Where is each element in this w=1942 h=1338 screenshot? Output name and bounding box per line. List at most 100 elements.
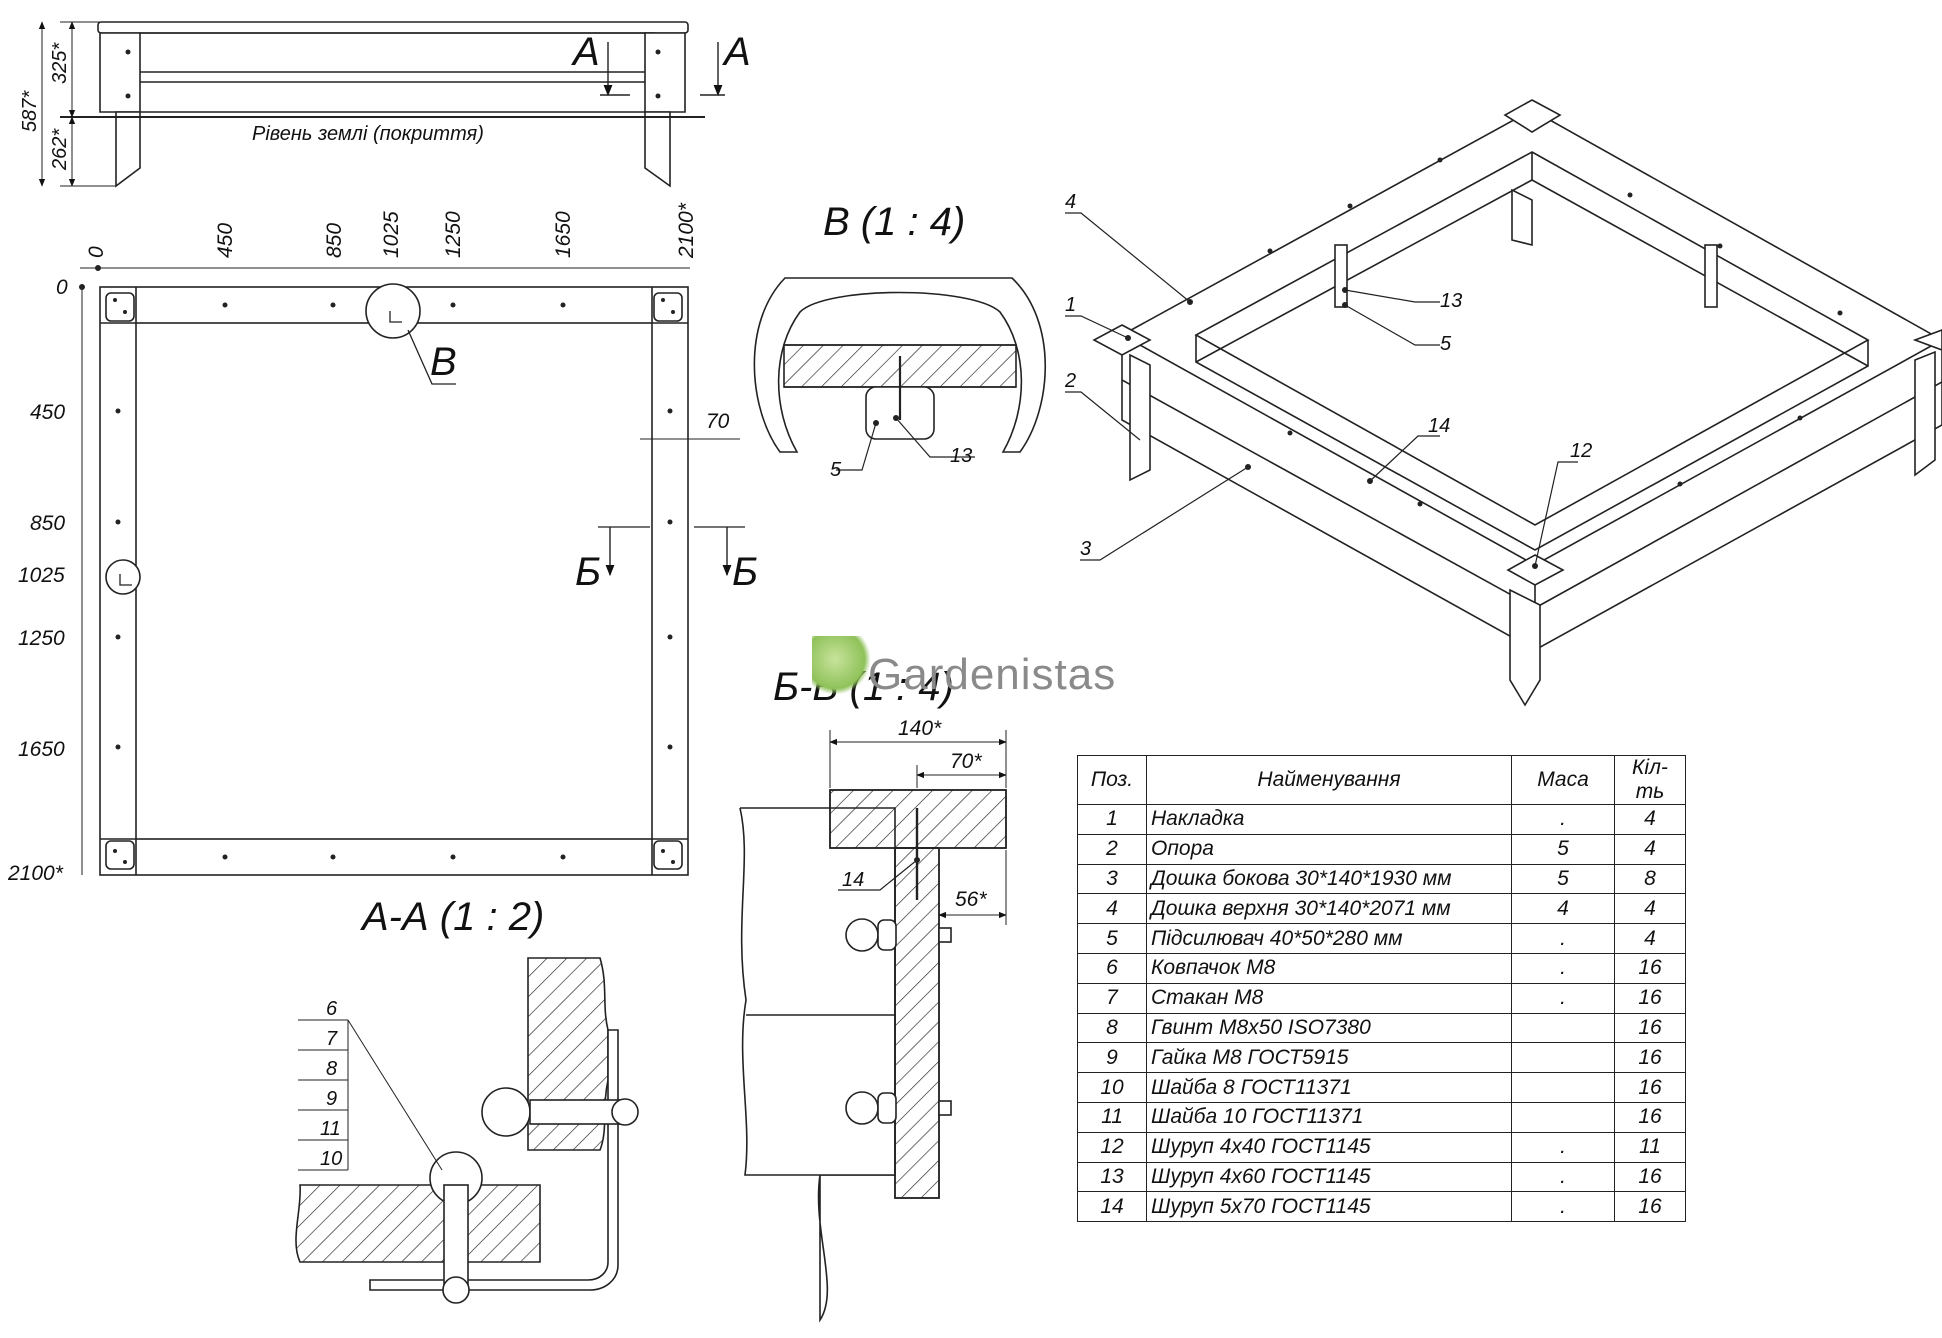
cell-name: Опора (1146, 833, 1512, 865)
iso-label-14: 14 (1428, 415, 1450, 437)
cell-name: Шайба 10 ГОСТ11371 (1146, 1101, 1512, 1133)
cell-mass: . (1511, 804, 1615, 835)
section-mark-a-left: А (571, 30, 600, 74)
cell-qty: 4 (1614, 833, 1686, 865)
left-tick-1650: 1650 (18, 738, 65, 761)
cell-name: Шуруп 4х40 ГОСТ1145 (1146, 1131, 1512, 1163)
cell-pos: 14 (1077, 1191, 1147, 1223)
cell-name: Гайка М8 ГОСТ5915 (1146, 1042, 1512, 1074)
iso-label-5: 5 (1440, 333, 1452, 355)
iso-dots (1125, 157, 1843, 569)
cell-qty: 16 (1614, 1101, 1686, 1133)
detail-bb-dim-56: 56* (955, 888, 987, 911)
top-tick-450: 450 (214, 223, 237, 258)
cell-pos: 4 (1077, 893, 1147, 925)
detail-aa-label-9: 9 (326, 1088, 337, 1110)
cell-pos: 1 (1077, 804, 1147, 835)
section-mark-b-right: Б (732, 550, 758, 594)
detail-bb-leader-dot (914, 857, 920, 863)
cell-name: Дошка бокова 30*140*1930 мм (1146, 863, 1512, 895)
cell-name: Стакан М8 (1146, 982, 1512, 1014)
ground-level-label: Рівень землі (покриття) (252, 123, 484, 145)
cell-qty: 16 (1614, 1042, 1686, 1074)
cell-name: Дошка верхня 30*140*2071 мм (1146, 893, 1512, 925)
col-mass: Маса (1511, 755, 1615, 805)
section-mark-a-right: А (722, 30, 751, 74)
detail-bb (739, 730, 1007, 1323)
cell-mass: . (1511, 1131, 1615, 1163)
cell-qty: 16 (1614, 982, 1686, 1014)
cell-pos: 3 (1077, 863, 1147, 895)
top-tick-850: 850 (323, 223, 346, 258)
cell-pos: 5 (1077, 923, 1147, 954)
cell-qty: 4 (1614, 893, 1686, 925)
cell-mass: 4 (1511, 893, 1615, 925)
top-tick-1650: 1650 (552, 211, 575, 258)
top-tick-2100: 2100* (675, 202, 698, 259)
plan-screw-dots (79, 265, 675, 864)
cell-name: Підсилювач 40*50*280 мм (1146, 923, 1512, 954)
watermark-logo-icon (812, 636, 870, 694)
left-tick-2100: 2100* (7, 862, 64, 885)
plan-left-tick-labels: 0 450 850 1025 1250 1650 2100* (7, 276, 68, 885)
cell-mass: . (1511, 1191, 1615, 1223)
cell-qty: 11 (1614, 1131, 1686, 1163)
iso-label-12: 12 (1570, 440, 1592, 462)
cell-qty: 16 (1614, 1191, 1686, 1223)
left-tick-1250: 1250 (18, 627, 65, 650)
iso-view (1065, 99, 1942, 707)
elev-dim-587: 587* (19, 90, 41, 132)
detail-bb-label-14: 14 (842, 869, 864, 891)
cell-name: Ковпачок М8 (1146, 952, 1512, 984)
cell-pos: 12 (1077, 1131, 1147, 1163)
cell-mass (1511, 1101, 1615, 1133)
elev-dim-262: 262* (49, 128, 71, 171)
cell-qty: 8 (1614, 863, 1686, 895)
plan-view (80, 267, 745, 876)
cell-mass (1511, 1012, 1615, 1044)
top-tick-1250: 1250 (442, 211, 465, 258)
plan-top-tick-labels: 0 450 850 1025 1250 1650 2100* (85, 202, 698, 259)
detail-v-label-13: 13 (950, 445, 972, 467)
plan-caption: А-А (1 : 2) (360, 895, 544, 939)
iso-label-4: 4 (1065, 191, 1076, 213)
section-mark-b-left: Б (575, 550, 601, 594)
cell-mass: . (1511, 982, 1615, 1014)
detail-aa-label-7: 7 (326, 1028, 338, 1050)
top-tick-0: 0 (85, 246, 108, 258)
detail-v-title: В (1 : 4) (823, 200, 965, 244)
cell-mass (1511, 1072, 1615, 1103)
left-tick-850: 850 (30, 512, 65, 535)
iso-label-1: 1 (1065, 294, 1076, 316)
elev-dim-325: 325* (49, 42, 71, 84)
detail-v (753, 277, 1046, 471)
col-name: Найменування (1146, 755, 1512, 805)
detail-aa-label-11: 11 (320, 1118, 341, 1140)
cell-pos: 9 (1077, 1042, 1147, 1074)
cell-qty: 16 (1614, 1012, 1686, 1044)
cell-name: Накладка (1146, 804, 1512, 835)
cell-pos: 2 (1077, 833, 1147, 865)
iso-label-2: 2 (1064, 370, 1076, 392)
left-tick-1025: 1025 (18, 564, 65, 587)
cell-pos: 8 (1077, 1012, 1147, 1044)
width-dim-70: 70 (706, 410, 730, 433)
elevation-view (38, 21, 725, 188)
col-position: Поз. (1077, 755, 1147, 805)
cell-qty: 4 (1614, 804, 1686, 835)
cell-pos: 10 (1077, 1072, 1147, 1103)
cell-pos: 13 (1077, 1161, 1147, 1193)
cell-name: Гвинт М8х50 ISO7380 (1146, 1012, 1512, 1044)
